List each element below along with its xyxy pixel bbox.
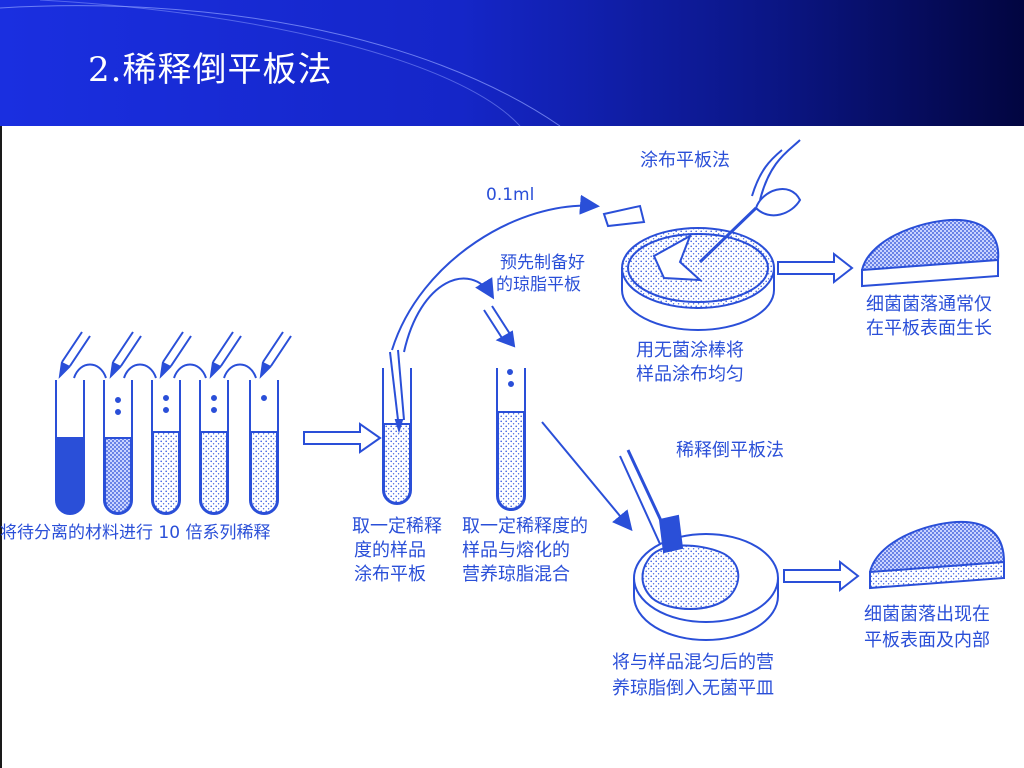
take-mix-line3: 营养琼脂混合: [462, 564, 570, 585]
pour-plate: [619, 449, 779, 641]
transfer-loop-3: [173, 363, 207, 379]
title-swoosh: [0, 0, 561, 126]
pipette-1: [58, 331, 91, 379]
preplate-label-line1: 预先制备好: [500, 253, 585, 273]
sample-tube-mix: [483, 305, 526, 511]
take-mix-line2: 样品与熔化的: [462, 540, 570, 561]
arrow-to-pour-plate: [541, 421, 633, 532]
spread-result-line2: 在平板表面生长: [866, 318, 992, 339]
sample-tube-spread: [382, 349, 412, 505]
transfer-loop-4: [223, 363, 257, 379]
preplate-label-line2: 的琼脂平板: [496, 275, 581, 295]
spread-action-line2: 样品涂布均匀: [636, 364, 744, 385]
take-spread-line2: 度的样品: [354, 540, 426, 561]
take-spread-line1: 取一定稀释: [352, 516, 442, 537]
take-mix-line1: 取一定稀释度的: [462, 516, 588, 537]
pipette-4: [209, 331, 242, 379]
arrow-to-surface-colonies: [777, 251, 854, 285]
spread-method-label: 涂布平板法: [640, 150, 730, 171]
title-bar: 2.稀释倒平板法: [0, 0, 1024, 126]
pour-result-line2: 平板表面及内部: [864, 630, 990, 651]
surface-colony-plate: [861, 218, 1000, 288]
dilution-tube-2: [103, 380, 133, 515]
dilution-tube-3: [151, 380, 181, 515]
arrow-to-sample-tubes: [303, 422, 382, 454]
pipette-3: [159, 331, 192, 379]
dilution-tube-1: [55, 380, 85, 515]
left-border: [0, 126, 2, 768]
slide-title: 2.稀释倒平板法: [88, 50, 333, 90]
transfer-loop-2: [123, 363, 157, 379]
dilution-tube-4: [199, 380, 229, 515]
dilution-tube-5: [249, 380, 279, 515]
pipette-2: [109, 331, 142, 379]
take-spread-line3: 涂布平板: [354, 564, 426, 585]
pour-action-line1: 将与样品混匀后的营: [612, 652, 774, 673]
arrow-to-embedded-colonies: [783, 559, 860, 593]
volume-label: 0.1ml: [486, 185, 534, 205]
arrow-to-spread-plate: [391, 194, 600, 351]
transfer-loop-1: [73, 363, 107, 379]
arrow-to-preplate: [403, 277, 495, 353]
pour-action-line2: 养琼脂倒入无菌平皿: [612, 678, 774, 699]
dilution-step-label: 将待分离的材料进行 10 倍系列稀释: [0, 523, 270, 543]
embedded-colony-plate: [869, 520, 1005, 590]
spread-action-line1: 用无菌涂棒将: [636, 340, 744, 361]
spread-result-line1: 细菌菌落通常仅: [866, 294, 992, 315]
pour-method-label: 稀释倒平板法: [676, 440, 784, 461]
spread-plate: [602, 139, 802, 331]
pipette-5: [259, 331, 292, 379]
pour-result-line1: 细菌菌落出现在: [864, 604, 990, 625]
